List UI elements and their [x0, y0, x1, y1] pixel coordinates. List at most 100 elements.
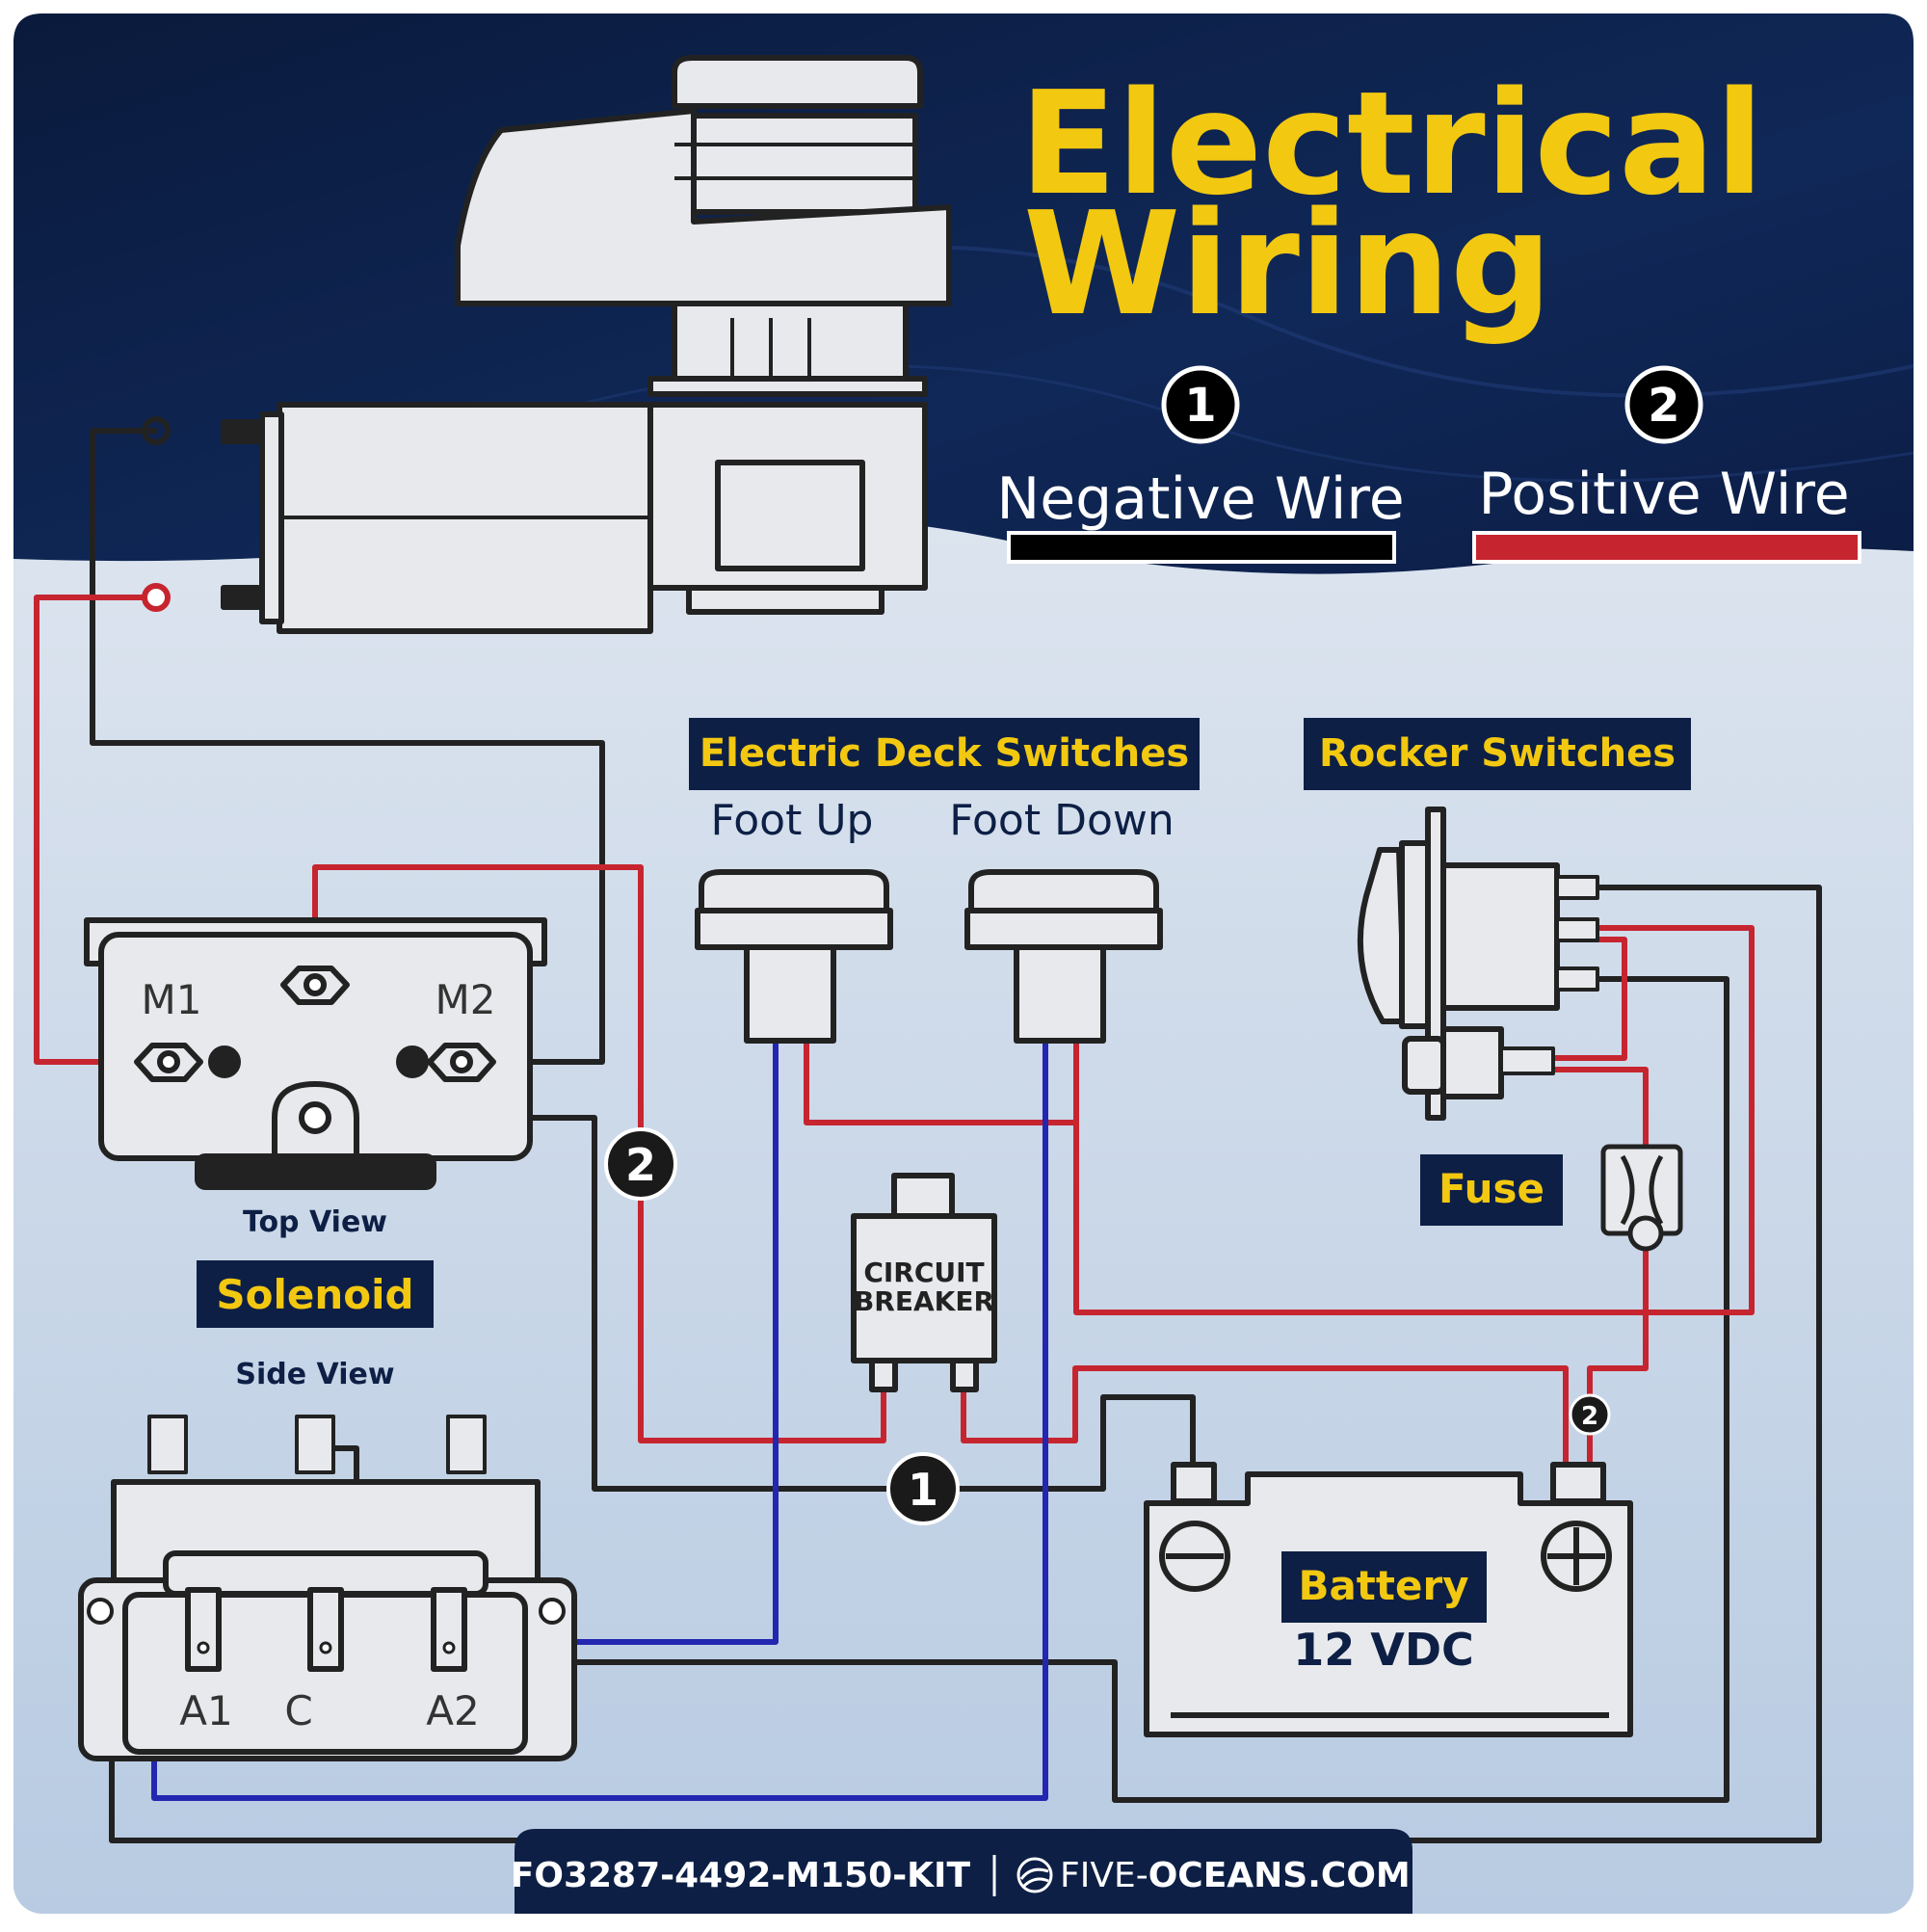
battery-voltage: 12 VDC	[1293, 1624, 1474, 1676]
wire-breaker-to-battery	[961, 1365, 1569, 1468]
legend-positive-label: Positive Wire	[1478, 461, 1849, 528]
deck-switches-header-box	[689, 718, 1200, 790]
gearbox-bottom	[686, 585, 884, 615]
fuse-holder	[1600, 1144, 1683, 1252]
deck-switches-header: Electric Deck Switches	[700, 731, 1189, 776]
side-stud-right	[446, 1415, 487, 1474]
rocker-bezel	[1399, 840, 1431, 1029]
footer-brand-suffix: OCEANS.COM	[1148, 1856, 1411, 1895]
side-stud-left	[147, 1415, 188, 1474]
legend-positive-number: 2	[1648, 379, 1679, 433]
rocker-lower-body	[1402, 1036, 1446, 1095]
foot-down-switch	[964, 869, 1163, 1044]
gearbox-window	[715, 460, 865, 571]
rocker-switch	[1357, 807, 1599, 1121]
motor-endcap	[259, 411, 284, 624]
terminal-negative	[221, 419, 261, 444]
rocker-pin-middle	[1555, 917, 1599, 942]
terminal-positive	[221, 585, 261, 610]
footer-part-number: FO3287-4492-M150-KIT	[511, 1856, 971, 1895]
marker-negative-number: 1	[908, 1464, 938, 1516]
battery-positive-post	[1550, 1462, 1606, 1504]
rocker-paddle	[1357, 847, 1408, 1024]
legend-negative-label: Negative Wire	[996, 465, 1404, 533]
terminal-m2-stud	[450, 1050, 473, 1073]
terminal-c-label: C	[284, 1687, 312, 1734]
marker-small-positive: 2	[1569, 1393, 1611, 1436]
tab-c	[307, 1587, 344, 1672]
rocker-switches-header-box	[1304, 718, 1691, 790]
battery-label-box	[1281, 1551, 1487, 1623]
footer-bar	[515, 1829, 1412, 1914]
windlass-shaft	[672, 301, 909, 382]
terminal-a2-label: A2	[426, 1687, 479, 1734]
windlass-gypsy	[660, 113, 918, 215]
windlass-lines	[279, 143, 915, 519]
solenoid-top-view-caption: Top View	[243, 1205, 387, 1239]
solenoid-label-box	[197, 1260, 434, 1328]
rocker-lower-switch	[1440, 1026, 1504, 1099]
marker-small-positive-number: 2	[1581, 1402, 1598, 1431]
foot-up-label: Foot Up	[711, 796, 874, 845]
terminal-top-center-stud	[304, 973, 327, 996]
side-mount-left	[87, 1598, 114, 1625]
windlass-motor	[142, 55, 952, 634]
terminal-m2-dot	[396, 1045, 429, 1078]
legend-negative: 1 Negative Wire	[996, 365, 1405, 564]
windlass-cap	[672, 55, 923, 109]
wire-deck-up-to-down	[804, 1041, 1076, 1125]
foot-up-switch	[695, 869, 893, 1044]
legend-positive-swatch	[1472, 531, 1861, 564]
wire-motor-positive	[34, 595, 154, 1065]
solenoid-top-base	[195, 1153, 436, 1190]
foot-down-label: Foot Down	[949, 796, 1175, 845]
solenoid-top-view	[84, 917, 547, 1190]
wire-motor-negative	[90, 428, 605, 1065]
wave-logo-icon	[1016, 1857, 1053, 1893]
terminal-bottom-center-stud	[299, 1101, 331, 1134]
circuit-breaker-line2: BREAKER	[854, 1285, 994, 1317]
rocker-pin-top	[1555, 875, 1599, 900]
marker-negative: 1	[886, 1452, 960, 1525]
legend-negative-number: 1	[1184, 379, 1216, 433]
circuit-breaker-line1: CIRCUIT	[863, 1257, 984, 1288]
footer-brand: FIVE-OCEANS.COM	[1060, 1856, 1411, 1895]
rocker-lower-pin	[1499, 1046, 1555, 1075]
legend-positive: 2 Positive Wire	[1472, 365, 1861, 564]
title-line2: Wiring	[1023, 181, 1552, 347]
fuse-label: Fuse	[1439, 1165, 1544, 1212]
rocker-switches-header: Rocker Switches	[1319, 731, 1676, 776]
side-stud-center	[295, 1415, 335, 1474]
wire-rocker-middle	[1553, 937, 1627, 1061]
tab-a2	[431, 1587, 467, 1672]
marker-positive: 2	[604, 1127, 677, 1201]
terminal-a1-label: A1	[179, 1687, 232, 1734]
legend-negative-swatch	[1007, 531, 1396, 564]
wire-solenoid-ground	[318, 1115, 1196, 1492]
tab-a1	[185, 1587, 222, 1672]
terminal-m1-stud	[157, 1050, 180, 1073]
battery-negative-post	[1171, 1462, 1217, 1504]
rocker-body	[1440, 862, 1560, 1011]
rocker-pin-bottom	[1555, 966, 1599, 992]
terminal-m1-label: M1	[142, 976, 202, 1023]
title-line1: Electrical	[1019, 61, 1764, 226]
solenoid-side-view	[78, 1415, 577, 1761]
windlass-base	[455, 108, 952, 306]
circuit-breaker	[851, 1173, 997, 1392]
footer-brand-prefix: FIVE-	[1060, 1856, 1148, 1895]
solenoid-side-view-caption: Side View	[235, 1358, 394, 1391]
terminal-m1-dot	[208, 1045, 241, 1078]
battery-label: Battery	[1298, 1562, 1468, 1609]
ring-lug-negative	[142, 416, 171, 445]
side-mount-right	[539, 1598, 566, 1625]
ring-lug-positive	[142, 583, 171, 612]
wire-rocker-bottom	[453, 976, 1729, 1803]
windlass-flange	[647, 376, 928, 397]
solenoid-label: Solenoid	[216, 1271, 413, 1318]
fuse-label-box	[1420, 1154, 1563, 1226]
marker-positive-number: 2	[625, 1139, 656, 1191]
terminal-m2-label: M2	[436, 976, 496, 1023]
wire-deck-down-to-rocker	[1073, 925, 1755, 1315]
